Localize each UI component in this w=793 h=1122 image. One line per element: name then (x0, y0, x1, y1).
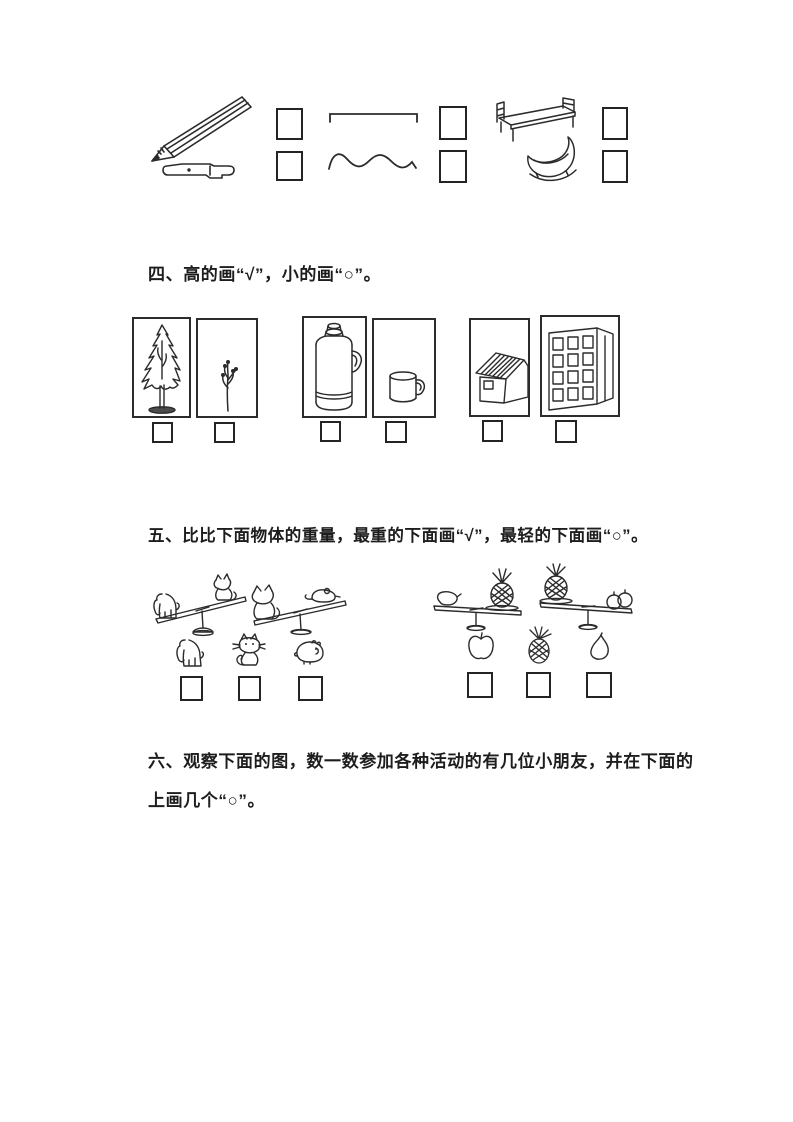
answer-checkbox[interactable] (214, 422, 235, 443)
answer-checkbox[interactable] (586, 672, 612, 698)
mug-frame (372, 318, 436, 418)
pen-icon (162, 156, 237, 182)
answer-checkbox[interactable] (320, 421, 341, 442)
dog-icon (175, 636, 205, 668)
sapling-frame (196, 318, 258, 418)
answer-checkbox[interactable] (152, 422, 173, 443)
cradle-icon (520, 130, 582, 182)
answer-checkbox[interactable] (526, 672, 551, 698)
animal-seesaw-illustration (148, 566, 353, 637)
thermos-icon (304, 318, 365, 416)
cat-icon (230, 632, 266, 668)
answer-checkbox[interactable] (276, 151, 303, 181)
answer-checkbox[interactable] (439, 150, 467, 183)
answer-checkbox[interactable] (238, 676, 261, 701)
straight-line-icon (325, 106, 423, 128)
thermos-frame (302, 316, 367, 418)
answer-checkbox[interactable] (467, 672, 493, 698)
answer-checkbox[interactable] (180, 676, 203, 701)
answer-checkbox[interactable] (298, 676, 323, 701)
answer-checkbox[interactable] (602, 107, 628, 140)
answer-checkbox[interactable] (602, 150, 628, 183)
section-four-title: 四、高的画“√”，小的画“○”。 (148, 265, 382, 284)
answer-checkbox[interactable] (555, 420, 577, 443)
answer-checkbox[interactable] (385, 421, 407, 443)
bed-icon (487, 96, 583, 146)
pencil-icon (143, 90, 258, 170)
sapling-icon (198, 320, 256, 416)
mug-icon (374, 320, 434, 416)
pineapple-icon (525, 626, 553, 664)
answer-checkbox[interactable] (482, 420, 503, 442)
section-six-title-line2: 上画几个“○”。 (148, 791, 266, 810)
tree-icon (134, 319, 189, 416)
house-frame (469, 318, 530, 417)
building-icon (542, 317, 618, 415)
hamster-icon (292, 638, 326, 665)
pear-icon (587, 632, 612, 661)
wavy-line-icon (325, 144, 423, 178)
tree-frame (132, 317, 191, 418)
answer-checkbox[interactable] (439, 106, 467, 140)
house-icon (471, 320, 529, 415)
building-frame (540, 315, 620, 417)
answer-checkbox[interactable] (276, 108, 303, 140)
section-six-title-line1: 六、观察下面的图，数一数参加各种活动的有几位小朋友，并在下面的 (148, 752, 694, 771)
section-five-title: 五、比比下面物体的重量，最重的下面画“√”，最轻的下面画“○”。 (148, 527, 649, 545)
fruit-balance-illustration (428, 563, 640, 634)
apple-icon (465, 631, 496, 661)
